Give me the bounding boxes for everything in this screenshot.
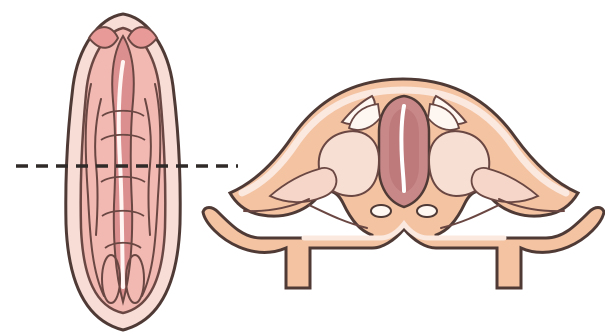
embryo-dorsal-view: [66, 14, 180, 330]
right-dorsal-vessel: [417, 205, 437, 217]
embryo-cross-section: [203, 79, 604, 288]
left-dorsal-vessel: [371, 205, 391, 217]
